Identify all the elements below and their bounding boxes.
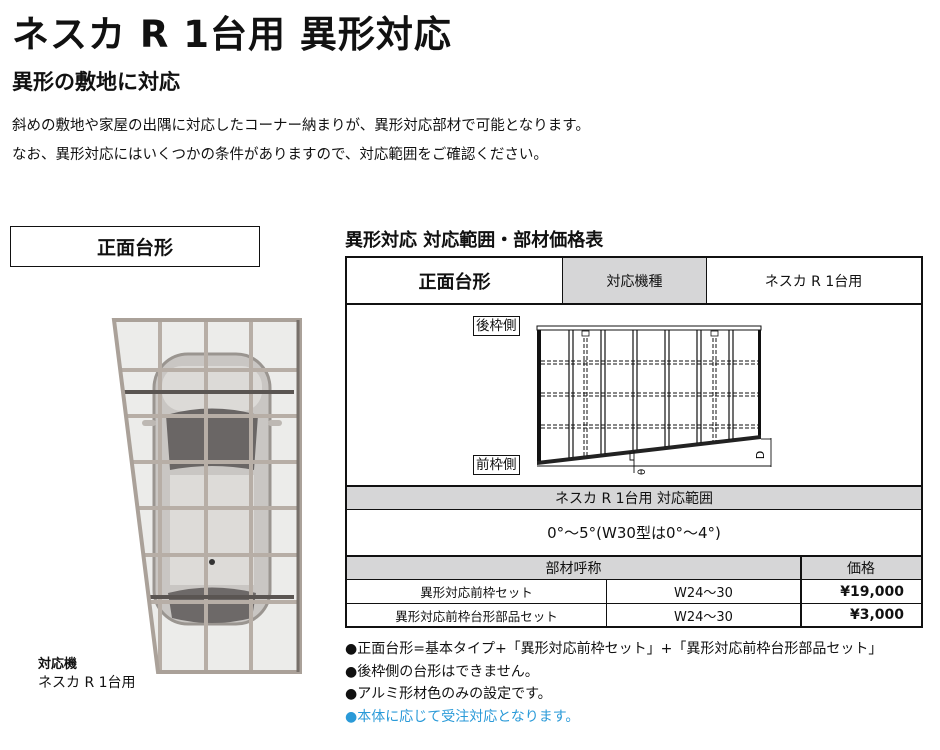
model-label-cell: 対応機種	[562, 258, 706, 303]
section-subtitle: 異形の敷地に対応	[12, 70, 180, 94]
dimension-d-label: D	[754, 451, 767, 459]
part-name: 異形対応前枠セット	[420, 585, 533, 600]
note-item: ●正面台形=基本タイプ+「異形対応前枠セット」+「異形対応前枠台形部品セット」	[345, 641, 883, 657]
range-value-row: 0°～5°(W30型は0°～4°)	[347, 510, 921, 557]
page-title: ネスカ R 1台用 異形対応	[12, 13, 452, 56]
trapezoid-diagram-row: D θ 後枠側 前枠側	[347, 305, 921, 487]
range-price-table: 正面台形 対応機種 ネスカ R 1台用	[345, 256, 923, 628]
table-row: 異形対応前枠台形部品セット W24～30 ¥3,000	[347, 604, 921, 626]
part-price: ¥3,000	[800, 604, 920, 626]
parts-header-row: 部材呼称 価格	[347, 557, 921, 580]
carport-top-view-photo	[108, 310, 308, 680]
front-frame-side-label: 前枠側	[473, 455, 520, 475]
note-item: ●後枠側の台形はできません。	[345, 663, 539, 680]
parts-price-header: 価格	[800, 557, 920, 579]
range-header-text: ネスカ R 1台用 対応範囲	[555, 491, 713, 507]
type-label-cell: 正面台形	[418, 271, 491, 293]
front-trapezoid-label-box: 正面台形	[10, 226, 260, 267]
range-value-text: 0°～5°(W30型は0°～4°)	[547, 524, 721, 542]
parts-name-header: 部材呼称	[545, 561, 602, 577]
rear-frame-side-label: 後枠側	[473, 316, 520, 336]
note-item: ●アルミ形材色のみの設定です。	[345, 686, 552, 702]
range-header-row: ネスカ R 1台用 対応範囲	[347, 487, 921, 510]
part-size: W24～30	[606, 604, 800, 626]
description-line-2: なお、異形対応にはいくつかの条件がありますので、対応範囲をご確認ください。	[12, 147, 548, 163]
compatible-model-value: ネスカ R 1台用	[38, 675, 136, 691]
compatible-model-label: 対応機	[38, 657, 78, 672]
part-size: W24～30	[606, 580, 800, 603]
trapezoid-frame-diagram: D θ	[536, 325, 772, 475]
model-value-cell: ネスカ R 1台用	[706, 258, 920, 303]
table-row: 異形対応前枠セット W24～30 ¥19,000	[347, 580, 921, 604]
table-title: 異形対応 対応範囲・部材価格表	[345, 230, 604, 251]
notes-list: ●正面台形=基本タイプ+「異形対応前枠セット」+「異形対応前枠台形部品セット」 …	[345, 638, 882, 728]
angle-theta-label: θ	[637, 469, 648, 475]
part-price: ¥19,000	[800, 580, 920, 603]
part-name: 異形対応前枠台形部品セット	[395, 608, 558, 624]
note-item-highlight: ●本体に応じて受注対応となります。	[345, 708, 580, 725]
table-header-row: 正面台形 対応機種 ネスカ R 1台用	[347, 258, 921, 305]
description-line-1: 斜めの敷地や家屋の出隅に対応したコーナー納まりが、異形対応部材で可能となります。	[12, 118, 590, 134]
carport-photo-icon	[111, 318, 302, 674]
